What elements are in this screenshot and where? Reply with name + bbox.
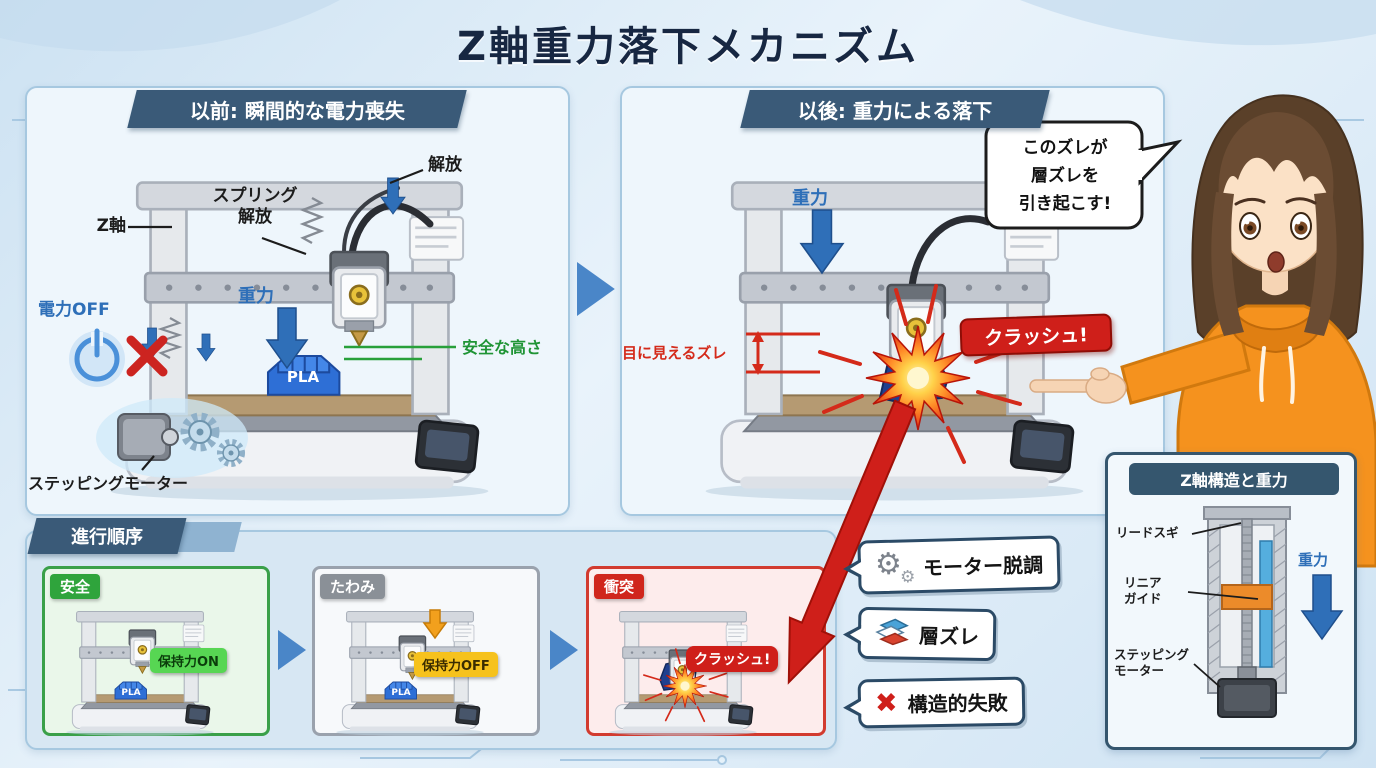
sequence-panel-header-label: 進行順序 bbox=[71, 527, 143, 548]
before-panel-header-label: 以前: 瞬間的な電力喪失 bbox=[189, 98, 405, 123]
structure-gravity-arrow bbox=[1300, 574, 1344, 641]
safe-height-label: 安全な高さ bbox=[462, 338, 543, 357]
gravity-label-after: 重力 bbox=[792, 188, 828, 209]
stage-badge-crash: 衝突 bbox=[594, 574, 645, 599]
speech-line-1: このズレが bbox=[1022, 138, 1108, 158]
structure-gravity-label: 重力 bbox=[1298, 551, 1329, 569]
visible-offset-label: 目に見えるズレ bbox=[622, 344, 727, 362]
stage-tag-hold-off: 保持力OFF bbox=[414, 652, 498, 677]
structure-panel-header: Z軸構造と重力 bbox=[1129, 463, 1339, 495]
gear-icon bbox=[875, 549, 914, 584]
after-panel-header-label: 以後: 重力による落下 bbox=[797, 98, 993, 123]
structure-stepper-line1: ステッピング bbox=[1114, 647, 1190, 662]
before-panel-header: 以前: 瞬間的な電力喪失 bbox=[127, 90, 467, 128]
page-title: Z軸重力落下メカニズム bbox=[456, 24, 919, 70]
spring-release-label: スプリング 解放 bbox=[198, 186, 312, 229]
spring-release-line1: スプリング bbox=[212, 186, 298, 206]
speech-bubble-text: このズレが 層ズレを 引き起こす! bbox=[988, 134, 1142, 218]
spring-release-line2: 解放 bbox=[238, 207, 272, 228]
speech-line-2: 層ズレを bbox=[1031, 166, 1099, 187]
sequence-panel-header: 進行順序 bbox=[27, 518, 187, 554]
crash-banner: クラッシュ! bbox=[959, 313, 1113, 357]
stage-badge-safe: 安全 bbox=[50, 574, 101, 599]
stage-tag-hold-on: 保持力ON bbox=[150, 648, 227, 673]
z-axis-label: Z軸 bbox=[96, 216, 126, 236]
stage-tag-crash: クラッシュ! bbox=[686, 646, 779, 672]
linear-guide-line2: ガイド bbox=[1124, 591, 1162, 607]
release-label: 解放 bbox=[428, 155, 462, 175]
consequence-label-1: モーター脱調 bbox=[922, 552, 1044, 580]
structure-panel: Z軸構造と重力 リードスギ リニア ガイド bbox=[1105, 452, 1357, 750]
structure-stepper-label: ステッピング モーター bbox=[1114, 647, 1200, 680]
stepper-motor-label: ステッピングモーター bbox=[28, 474, 189, 493]
after-panel-header: 以後: 重力による落下 bbox=[740, 90, 1050, 128]
gravity-label-before: 重力 bbox=[238, 286, 274, 307]
cross-icon bbox=[875, 690, 898, 717]
consequence-label-3: 構造的失敗 bbox=[907, 690, 1008, 717]
linear-guide-label: リニア ガイド bbox=[1124, 575, 1188, 608]
linear-guide-line1: リニア bbox=[1124, 575, 1162, 590]
consequence-motor-desync: モーター脱調 bbox=[857, 535, 1061, 595]
consequence-label-2: 層ズレ bbox=[918, 623, 980, 649]
consequence-structural-failure: 構造的失敗 bbox=[857, 676, 1026, 729]
power-off-label: 電力OFF bbox=[38, 300, 110, 320]
structure-stepper-line2: モーター bbox=[1114, 663, 1165, 679]
layers-icon bbox=[875, 617, 910, 650]
stage-badge-sag: たわみ bbox=[320, 574, 386, 599]
consequence-layer-shift: 層ズレ bbox=[857, 606, 997, 662]
speech-line-3: 引き起こす! bbox=[1018, 194, 1112, 215]
lead-screw-label: リードスギ bbox=[1116, 525, 1179, 540]
